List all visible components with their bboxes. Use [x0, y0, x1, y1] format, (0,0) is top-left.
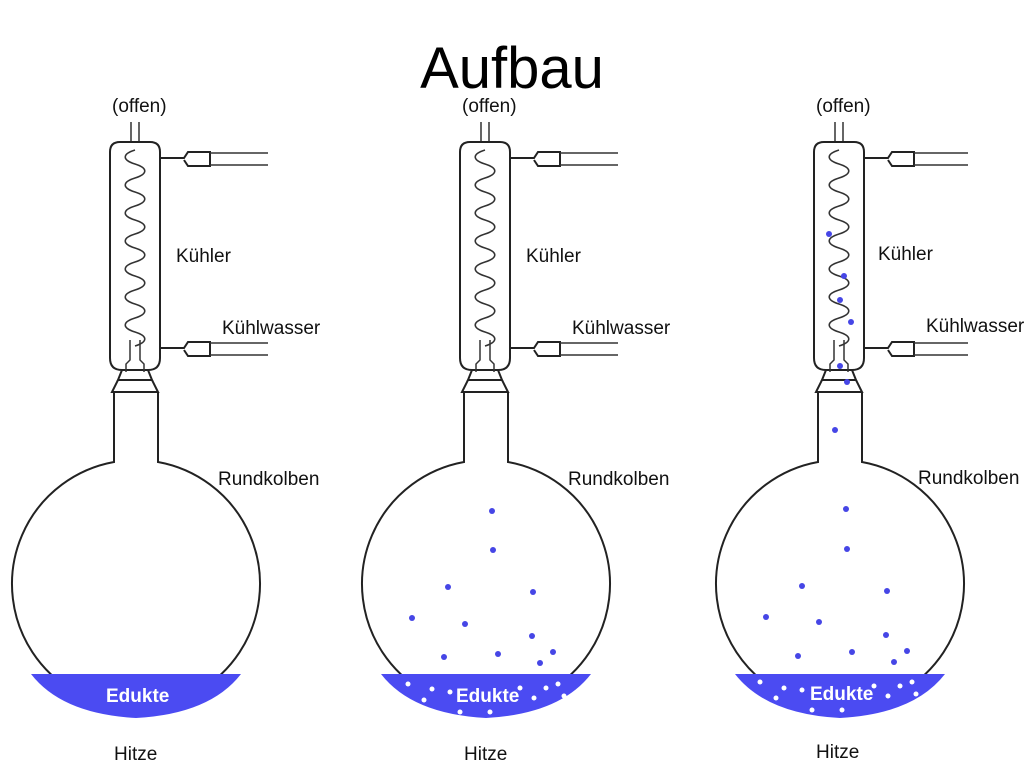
apparatus-1-glass [11, 122, 268, 710]
apparatus-3-liquid-bubbles [757, 679, 919, 713]
apparatus-2-heat-label: Hitze [464, 744, 507, 765]
apparatus-3-liquid-label: Edukte [810, 684, 873, 705]
apparatus-3-glass [715, 122, 968, 710]
apparatus-3-liquid [735, 674, 945, 718]
apparatus-2-top-label: (offen) [462, 96, 517, 117]
slide-title: Aufbau [420, 36, 604, 101]
apparatus-1-liquid-label: Edukte [106, 686, 169, 707]
apparatus-1: (offen) Kühler Kühlwasser Rundkolben Edu… [11, 96, 321, 765]
apparatus-1-top-label: (offen) [112, 96, 167, 117]
apparatus-2: (offen) Kühler Kühlwasser Rundkolben Edu… [361, 96, 671, 765]
apparatus-1-liquid [31, 674, 241, 718]
apparatus-1-condenser-label: Kühler [176, 246, 232, 267]
apparatus-2-liquid [381, 674, 591, 718]
apparatus-2-glass [361, 122, 618, 710]
apparatus-3-water-label: Kühlwasser [926, 316, 1024, 337]
apparatus-1-flask-label: Rundkolben [218, 469, 319, 490]
apparatus-2-liquid-label: Edukte [456, 686, 519, 707]
apparatus-3-flask-label: Rundkolben [918, 468, 1019, 489]
apparatus-2-flask-label: Rundkolben [568, 469, 669, 490]
apparatus-3-top-label: (offen) [816, 96, 871, 117]
apparatus-3-heat-label: Hitze [816, 742, 859, 763]
apparatus-3: (offen) Kühler Kühlwasser Rundkolben Edu… [715, 96, 1024, 763]
apparatus-3-vapor-dots [763, 231, 910, 665]
apparatus-1-water-label: Kühlwasser [222, 318, 321, 339]
apparatus-1-coil [124, 149, 146, 347]
apparatus-3-coil [828, 149, 850, 347]
apparatus-2-water-label: Kühlwasser [572, 318, 671, 339]
apparatus-2-condenser-label: Kühler [526, 246, 582, 267]
apparatus-2-liquid-bubbles [405, 681, 567, 715]
apparatus-3-condenser-label: Kühler [878, 244, 934, 265]
apparatus-2-coil [474, 149, 496, 347]
apparatus-2-bubbles [409, 508, 556, 666]
apparatus-1-heat-label: Hitze [114, 744, 157, 765]
